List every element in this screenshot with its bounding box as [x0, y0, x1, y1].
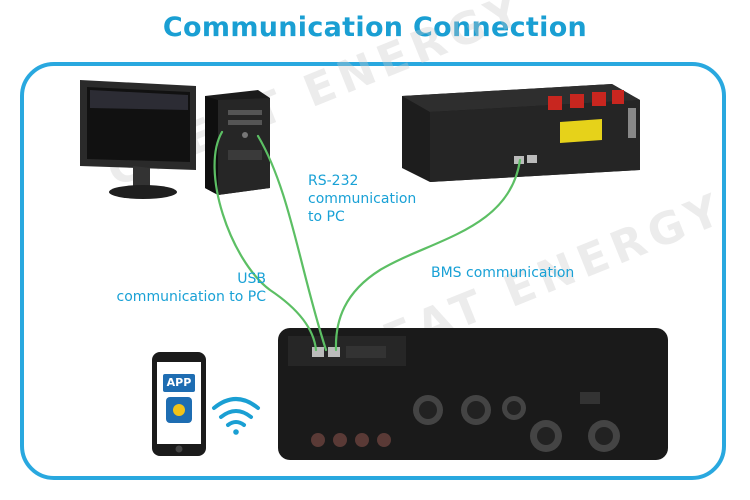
battery-module: [402, 84, 640, 182]
page-title: Communication Connection: [162, 12, 588, 43]
diagram-frame: [20, 62, 726, 480]
pc-tower: [205, 90, 270, 195]
app-label: APP: [166, 376, 192, 389]
usb-label-line2: communication to PC: [116, 289, 266, 305]
rs232-cable: [256, 134, 328, 352]
wifi-icon: [212, 397, 260, 435]
bms-label: BMS communication: [431, 265, 575, 281]
inverter: [278, 328, 668, 460]
usb-label-line1: USB: [237, 271, 266, 287]
phone: [152, 352, 206, 456]
usb-cable: [213, 130, 318, 352]
bms-cable: [334, 158, 522, 352]
monitor: [80, 80, 196, 199]
rs232-label-line2: communication: [308, 191, 417, 207]
rs232-label-line3: to PC: [308, 209, 345, 225]
rs232-label-line1: RS-232: [308, 173, 359, 189]
usb-label: USB communication to PC: [106, 270, 266, 306]
cables: [213, 130, 522, 352]
rs232-label: RS-232 communication to PC: [308, 172, 416, 226]
